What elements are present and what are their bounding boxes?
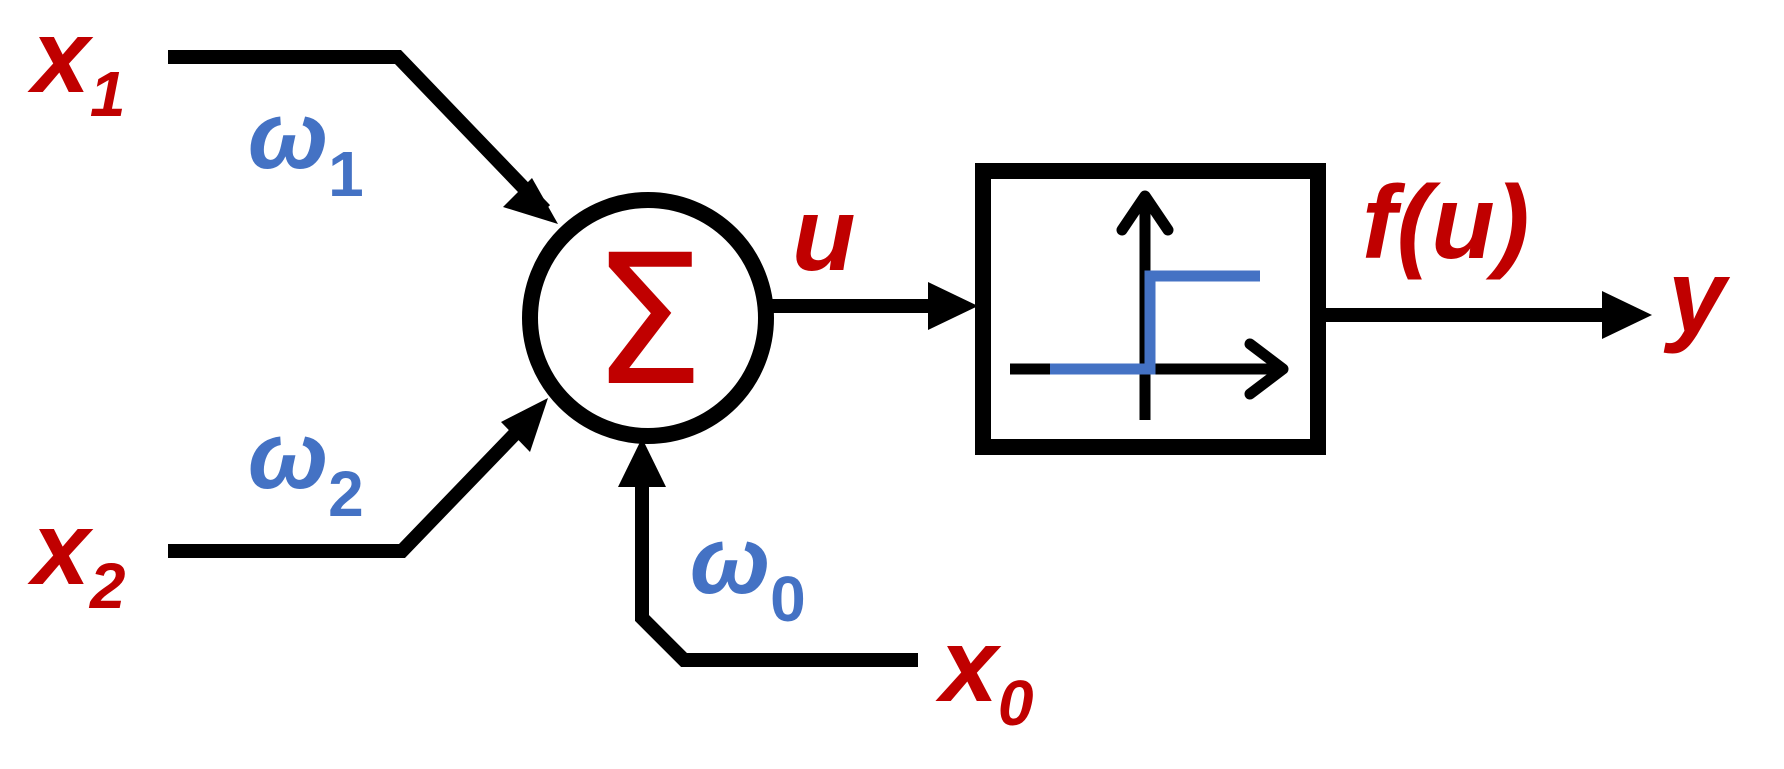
x2-arrowhead — [501, 398, 548, 452]
w1-label: ω1 — [248, 82, 364, 210]
x2-label: x2 — [27, 491, 125, 622]
y-arrowhead — [1602, 291, 1652, 339]
x1-arrowhead — [503, 178, 558, 224]
step-function-plot — [1010, 190, 1289, 420]
x0-label: x0 — [935, 608, 1033, 739]
u-label: u — [792, 177, 856, 293]
step-curve — [1050, 270, 1260, 375]
w2-label: ω2 — [248, 402, 364, 530]
summation-symbol: Σ — [591, 217, 705, 426]
fu-label: f(u) — [1362, 165, 1529, 281]
plot-y-axis-arrowhead — [1116, 190, 1174, 236]
x2-wire — [168, 408, 541, 558]
x1-label: x1 — [27, 0, 125, 130]
plot-x-axis-arrowhead — [1244, 338, 1289, 400]
x1-wire — [168, 50, 551, 215]
x0-wire — [635, 475, 918, 667]
u-arrowhead — [928, 282, 978, 330]
w0-label: ω0 — [690, 507, 806, 635]
summation-node — [522, 192, 774, 444]
y-label: y — [1663, 239, 1731, 355]
x0-arrowhead — [618, 438, 666, 487]
